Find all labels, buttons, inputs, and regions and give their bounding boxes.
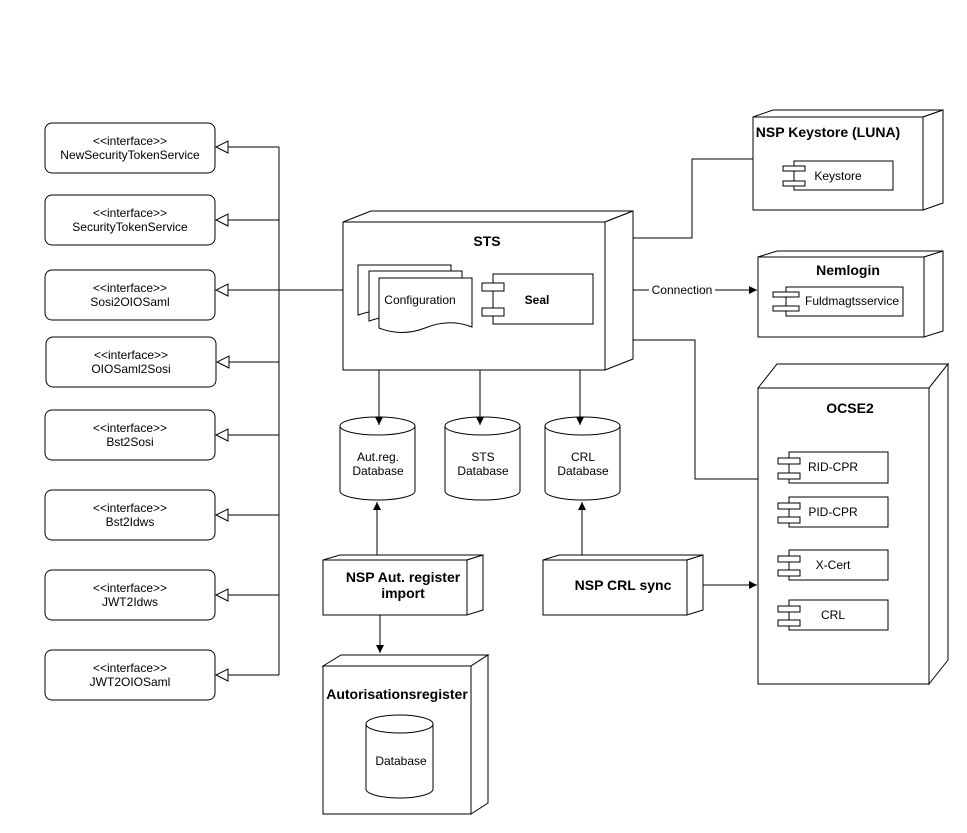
component-icon [777, 569, 801, 577]
interface-name: JWT2OIOSaml [90, 675, 171, 689]
svg-text:NSP Aut. register: NSP Aut. register [346, 569, 461, 585]
nemlogin-connection: Connection [633, 282, 757, 298]
fuldmagtsservice-component[interactable]: Fuldmagtsservice [772, 286, 904, 317]
keystore-title: NSP Keystore (LUNA) [756, 124, 900, 140]
svg-text:X-Cert: X-Cert [816, 558, 851, 572]
interface-stereotype: <<interface>> [93, 581, 167, 595]
autorisationsregister-database[interactable]: Database [365, 714, 434, 799]
ocse-node[interactable]: OCSE2 RID-CPR PID-CPR X-Cert CRL [756, 362, 950, 686]
interface-sosi2oiosaml[interactable]: <<interface>> Sosi2OIOSaml [44, 269, 216, 321]
pid-cpr-component[interactable]: PID-CPR [777, 496, 889, 528]
connection-label: Connection [652, 283, 713, 297]
svg-text:Fuldmagtsservice: Fuldmagtsservice [805, 294, 899, 308]
autreg-database[interactable]: Aut.reg. Database [339, 416, 416, 501]
component-icon [772, 305, 800, 312]
component-icon [772, 291, 800, 298]
svg-text:PID-CPR: PID-CPR [808, 505, 858, 519]
svg-text:NSP CRL sync: NSP CRL sync [575, 577, 672, 593]
crl-component[interactable]: CRL [777, 599, 889, 631]
crl-sync-node[interactable]: NSP CRL sync [542, 554, 704, 616]
component-icon [782, 180, 806, 187]
interface-jwt2idws[interactable]: <<interface>> JWT2Idws [44, 569, 216, 621]
interface-list: <<interface>> NewSecurityTokenService <<… [44, 122, 217, 701]
component-icon [481, 307, 505, 317]
interface-name: NewSecurityTokenService [60, 148, 200, 162]
interface-stereotype: <<interface>> [93, 134, 167, 148]
realization-edges [216, 147, 343, 675]
component-icon [777, 457, 801, 465]
seal-label: Seal [525, 293, 550, 307]
interface-stereotype: <<interface>> [94, 348, 168, 362]
svg-text:CRL: CRL [571, 450, 595, 464]
ocse-edge [633, 339, 758, 480]
svg-text:STS: STS [471, 450, 494, 464]
interface-name: SecurityTokenService [72, 220, 188, 234]
interface-jwt2oiosaml[interactable]: <<interface>> JWT2OIOSaml [44, 649, 216, 701]
interface-new-security-token-service[interactable]: <<interface>> NewSecurityTokenService [44, 122, 216, 174]
x-cert-component[interactable]: X-Cert [777, 549, 889, 581]
component-icon [777, 619, 801, 627]
interface-stereotype: <<interface>> [93, 206, 167, 220]
interface-name: Sosi2OIOSaml [90, 295, 169, 309]
svg-text:Keystore: Keystore [814, 169, 862, 183]
interface-bst2sosi[interactable]: <<interface>> Bst2Sosi [44, 409, 216, 461]
svg-text:Database: Database [557, 464, 609, 478]
component-icon [777, 555, 801, 563]
component-icon [777, 516, 801, 524]
sts-node[interactable]: STS Configuration Seal [342, 210, 634, 371]
keystore-node[interactable]: NSP Keystore (LUNA) Keystore [752, 109, 944, 211]
svg-text:CRL: CRL [821, 608, 845, 622]
sts-title: STS [473, 233, 500, 249]
autorisationsregister-node[interactable]: Autorisationsregister Database [321, 654, 490, 815]
autorisationsregister-title: Autorisationsregister [326, 686, 468, 702]
svg-text:Database: Database [375, 754, 427, 768]
svg-text:Database: Database [457, 464, 509, 478]
svg-text:Aut.reg.: Aut.reg. [357, 450, 399, 464]
svg-text:import: import [381, 585, 425, 601]
interface-name: Bst2Idws [106, 515, 155, 529]
component-icon [481, 282, 505, 292]
nemlogin-title: Nemlogin [816, 262, 880, 278]
autreg-import-node[interactable]: NSP Aut. register import [322, 554, 484, 616]
nemlogin-node[interactable]: Nemlogin Fuldmagtsservice [757, 250, 944, 338]
interface-security-token-service[interactable]: <<interface>> SecurityTokenService [44, 194, 216, 246]
svg-text:RID-CPR: RID-CPR [808, 460, 858, 474]
interface-oiosaml2sosi[interactable]: <<interface>> OIOSaml2Sosi [45, 336, 217, 388]
ocse-title: OCSE2 [826, 400, 874, 416]
keystore-component[interactable]: Keystore [782, 160, 894, 191]
crl-database[interactable]: CRL Database [544, 416, 621, 501]
rid-cpr-component[interactable]: RID-CPR [777, 451, 889, 484]
configuration-label: Configuration [384, 293, 455, 307]
component-icon [777, 502, 801, 510]
sts-database-edges [375, 370, 584, 425]
interface-stereotype: <<interface>> [93, 281, 167, 295]
svg-text:Database: Database [352, 464, 404, 478]
keystore-edge [633, 158, 753, 239]
interface-stereotype: <<interface>> [93, 501, 167, 515]
component-icon [782, 165, 806, 172]
seal-component[interactable]: Seal [481, 273, 594, 325]
sts-database[interactable]: STS Database [444, 416, 521, 501]
component-icon [777, 472, 801, 480]
interface-name: OIOSaml2Sosi [91, 362, 170, 376]
interface-name: Bst2Sosi [106, 435, 153, 449]
interface-stereotype: <<interface>> [93, 661, 167, 675]
component-icon [777, 605, 801, 613]
interface-name: JWT2Idws [102, 595, 158, 609]
configuration-document[interactable]: Configuration [357, 264, 473, 333]
interface-stereotype: <<interface>> [93, 421, 167, 435]
interface-bst2idws[interactable]: <<interface>> Bst2Idws [44, 489, 216, 541]
